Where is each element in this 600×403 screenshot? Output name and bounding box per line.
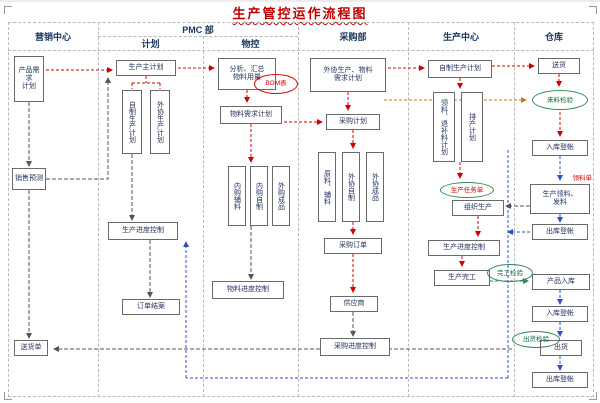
- node-production-inhouse-plan[interactable]: 自制生产计划: [428, 60, 492, 78]
- node-delivery-note[interactable]: 送货单: [14, 340, 48, 356]
- node-master-production-plan[interactable]: 生产主计划: [116, 60, 176, 76]
- node-sales-forecast[interactable]: 销售预测: [12, 168, 46, 190]
- annotation-bom-note: BOM表: [254, 74, 298, 94]
- node-outsource-selfmade[interactable]: 外协自制: [342, 152, 360, 222]
- lane-divider: [98, 22, 99, 397]
- node-outpurchase-finished[interactable]: 外购成品: [272, 166, 290, 226]
- node-outbound-register-2[interactable]: 出库登帐: [532, 372, 588, 388]
- page-corner-mark: [589, 6, 597, 14]
- node-scheduling-plan[interactable]: 排产计划: [461, 92, 483, 162]
- node-outsource-production-plan[interactable]: 外协生产计划: [150, 90, 170, 154]
- diagram-title: 生产管控运作流程图: [232, 6, 368, 21]
- lane-header-production: 生产中心: [442, 31, 479, 42]
- node-organize-production[interactable]: 组织生产: [452, 200, 504, 216]
- ellipse-shipment-inspection[interactable]: 出货检验: [512, 331, 560, 348]
- node-inhouse-production-plan[interactable]: 自制生产计划: [122, 90, 142, 154]
- node-supplier[interactable]: 供应商: [330, 296, 378, 312]
- ellipse-completion-inspection[interactable]: 完工检验: [487, 264, 533, 282]
- node-product-inbound[interactable]: 产品入库: [532, 274, 590, 290]
- node-inpurchase-selfmade[interactable]: 内购自制: [250, 166, 268, 226]
- lane-divider: [298, 22, 299, 397]
- annotation-material-requisition-note: 领料单: [572, 175, 593, 182]
- node-order-closing[interactable]: 订单结案: [122, 299, 180, 315]
- lane-header-warehouse: 仓库: [544, 31, 563, 42]
- node-delivery[interactable]: 送货: [538, 58, 580, 74]
- lane-divider: [514, 22, 515, 397]
- ellipse-incoming-inspection[interactable]: 来料检验: [532, 90, 588, 110]
- node-production-material-issue[interactable]: 生产领料、 发料: [530, 184, 590, 214]
- lane-divider: [203, 36, 204, 397]
- node-raw-auxiliary-material[interactable]: 原料、辅料: [318, 152, 336, 222]
- ellipse-production-task-note[interactable]: 生产任务单: [440, 182, 494, 198]
- node-production-progress-control[interactable]: 生产进度控制: [428, 240, 500, 256]
- node-inpurchase-auxiliary[interactable]: 内购辅料: [228, 166, 246, 226]
- node-material-requirement-plan[interactable]: 物料需求计划: [220, 106, 282, 124]
- node-outsource-material-requirement-plan[interactable]: 外协生产、物料 需求计划: [310, 58, 386, 92]
- page-corner-mark: [4, 392, 12, 400]
- node-purchase-order[interactable]: 采购订单: [324, 238, 382, 254]
- window-edge: [0, 0, 600, 2]
- node-outsource-finished[interactable]: 外协成品: [366, 152, 384, 222]
- node-material-progress-control[interactable]: 物料进度控制: [212, 281, 284, 299]
- node-production-complete[interactable]: 生产完工: [434, 270, 490, 286]
- swimlane-frame: [8, 22, 594, 397]
- lane-header-purchasing: 采购部: [339, 31, 367, 42]
- node-inbound-register-1[interactable]: 入库登帐: [532, 140, 588, 156]
- node-outbound-register-1[interactable]: 出库登帐: [532, 224, 588, 240]
- node-purchase-plan[interactable]: 采购计划: [326, 114, 380, 130]
- lane-header-plan: 计划: [141, 38, 160, 49]
- node-production-progress-control-plan[interactable]: 生产进度控制: [108, 222, 178, 240]
- page-corner-mark: [4, 6, 12, 14]
- header-divider: [8, 50, 594, 51]
- node-product-demand-plan[interactable]: 产品需求 计划: [14, 56, 44, 102]
- lane-header-pmc: PMC 部: [182, 24, 214, 35]
- node-purchase-progress-control[interactable]: 采购进度控制: [320, 338, 390, 356]
- node-inbound-register-2[interactable]: 入库登帐: [532, 306, 588, 322]
- header-divider: [98, 36, 298, 37]
- lane-header-material-control: 物控: [241, 38, 260, 49]
- lane-divider: [408, 22, 409, 397]
- page-corner-mark: [589, 392, 597, 400]
- lane-header-marketing: 营销中心: [34, 31, 71, 42]
- node-material-requisition-plan[interactable]: 领料、退补料计划: [433, 92, 455, 162]
